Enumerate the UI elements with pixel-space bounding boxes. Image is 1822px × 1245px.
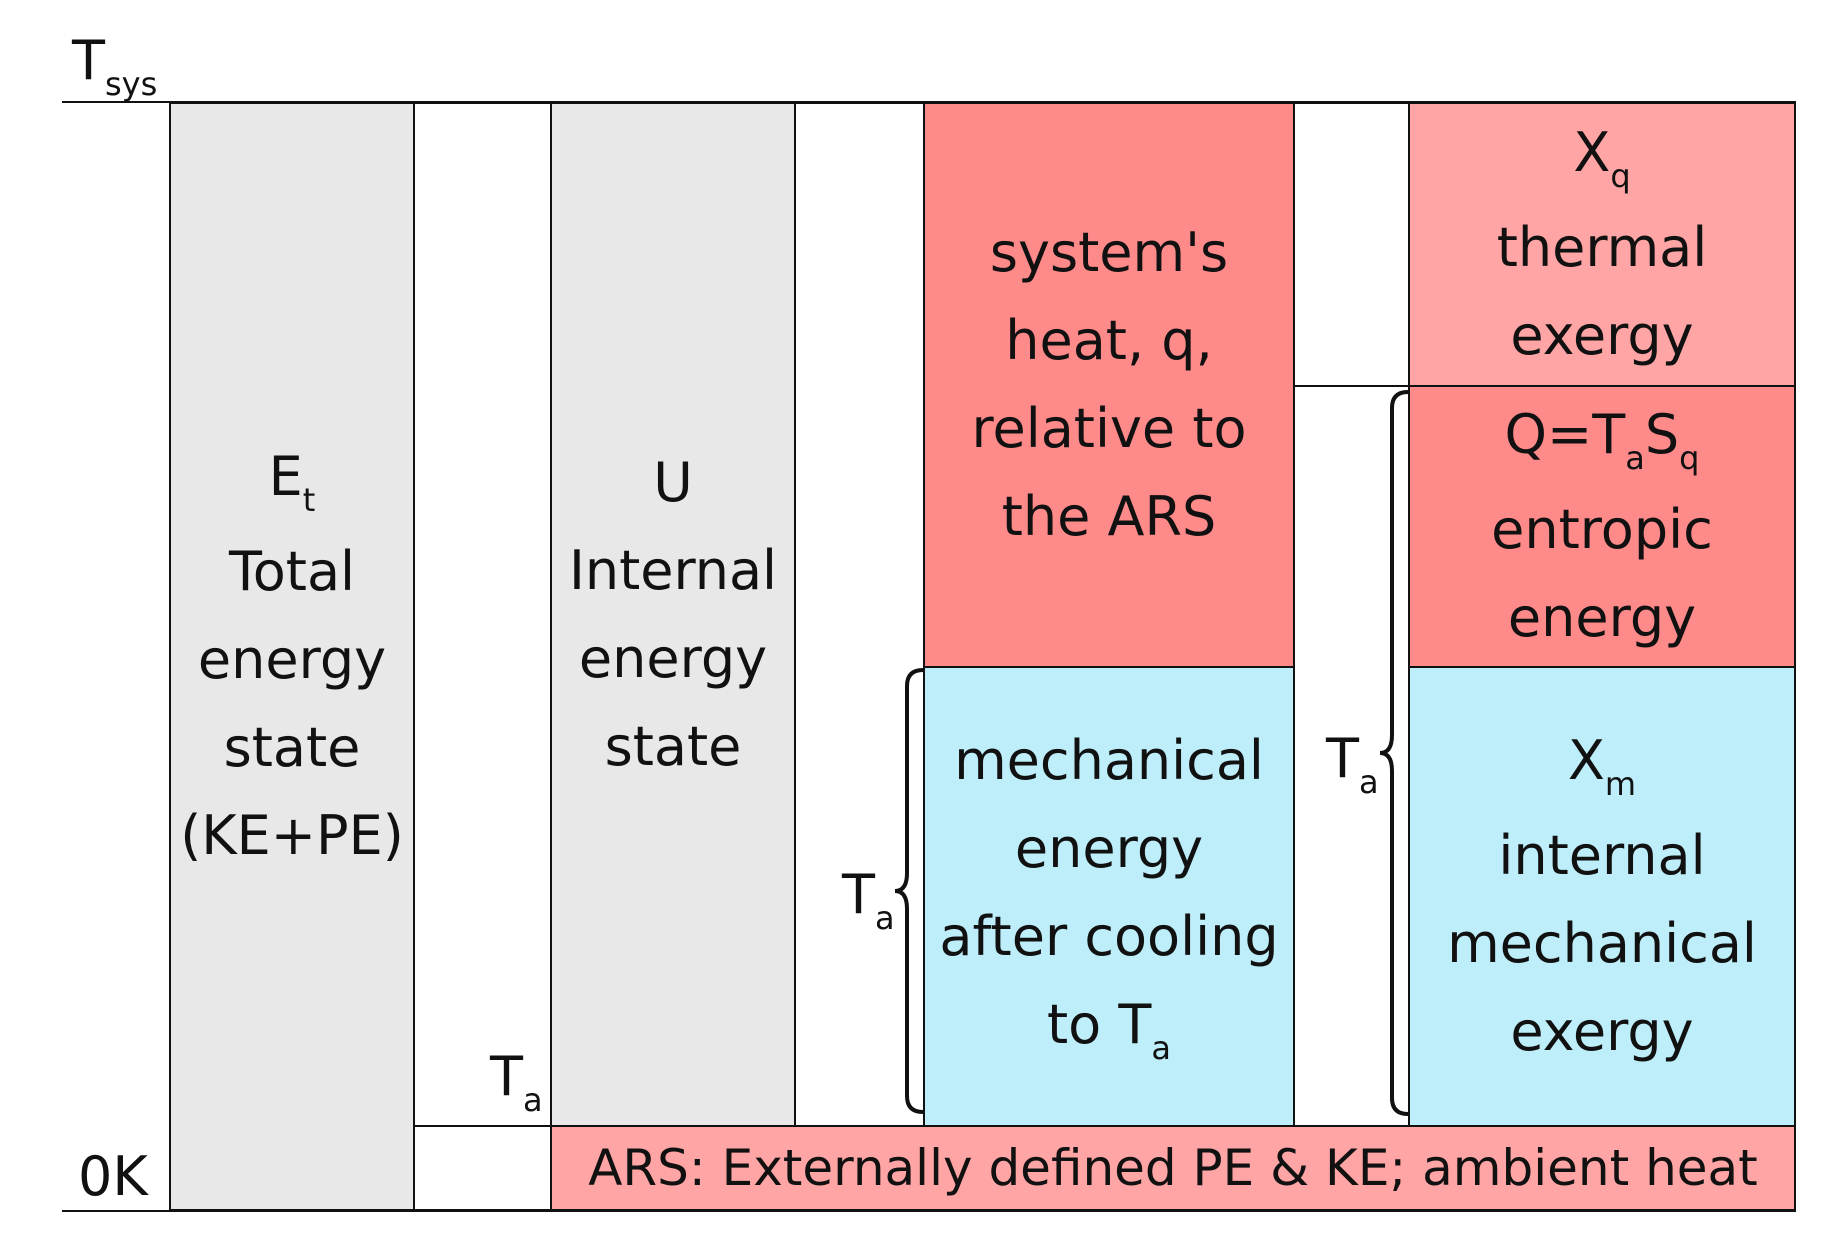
entropic-energy-line-2: energy: [1507, 586, 1697, 649]
mechanical-energy-line-3: after cooling: [939, 905, 1279, 968]
ta-marker-2: Ta: [842, 863, 895, 937]
ta-marker-3: Ta: [1326, 727, 1379, 801]
mechanical-energy-line-1: mechanical: [954, 729, 1264, 792]
exergy-brace: [1380, 390, 1409, 1116]
system-heat-line-3: relative to: [971, 397, 1247, 460]
total-energy-line-4: (KE+PE): [180, 804, 404, 867]
mechanical-exergy-symbol: Xm: [1567, 729, 1637, 803]
mechanical-exergy-line-2: mechanical: [1447, 912, 1757, 975]
entropic-energy-formula: Q=TaSq: [1504, 403, 1700, 477]
thermal-exergy-line-2: exergy: [1510, 304, 1694, 367]
internal-energy-line-3: state: [604, 714, 742, 778]
ars-bar: ARS: Externally defined PE & KE; ambient…: [550, 1125, 1796, 1211]
mechanical-energy-line-2: energy: [1014, 817, 1204, 880]
bottom-axis-line: [62, 1210, 1796, 1212]
total-energy-symbol: Et: [268, 445, 316, 519]
tsys-label: Tsys: [72, 34, 157, 101]
thermal-exergy-box: Xq thermal exergy: [1408, 102, 1796, 387]
tsys-symbol: T: [72, 29, 105, 92]
total-energy-box: Et Total energy state (KE+PE): [169, 102, 415, 1211]
entropic-energy-box: Q=TaSq entropic energy: [1408, 385, 1796, 668]
below-ambient-cell: [413, 1125, 552, 1211]
gap-column-3: [1293, 102, 1410, 387]
system-heat-line-2: heat, q,: [1005, 309, 1213, 372]
total-energy-line-3: state: [223, 716, 361, 779]
internal-energy-line-2: energy: [578, 626, 768, 690]
internal-energy-line-1: Internal: [568, 538, 778, 602]
ta-marker-1: Ta: [490, 1045, 543, 1119]
thermal-exergy-symbol: Xq: [1573, 121, 1631, 195]
mechanical-energy-line-4: to Ta: [1047, 993, 1171, 1067]
mechanical-exergy-line-3: exergy: [1510, 1000, 1694, 1063]
mechanical-energy-box: mechanical energy after cooling to Ta: [923, 666, 1295, 1127]
tsys-subscript: sys: [105, 65, 158, 103]
system-heat-line-1: system's: [989, 221, 1229, 284]
internal-energy-symbol: U: [653, 450, 693, 514]
ambient-gap-column: [413, 102, 552, 1127]
system-heat-line-4: the ARS: [1001, 485, 1217, 548]
total-energy-line-1: Total: [228, 540, 356, 603]
mechanical-exergy-box: Xm internal mechanical exergy: [1408, 666, 1796, 1127]
ars-bar-text: ARS: Externally defined PE & KE; ambient…: [588, 1139, 1758, 1197]
mechanical-energy-brace: [895, 668, 924, 1114]
thermal-exergy-line-1: thermal: [1496, 216, 1708, 279]
mechanical-exergy-line-1: internal: [1498, 824, 1706, 887]
entropic-energy-line-1: entropic: [1491, 498, 1713, 561]
internal-energy-box: U Internal energy state: [550, 102, 796, 1127]
total-energy-line-2: energy: [197, 628, 387, 691]
zero-kelvin-label: 0K: [78, 1145, 148, 1208]
system-heat-box: system's heat, q, relative to the ARS: [923, 102, 1295, 668]
